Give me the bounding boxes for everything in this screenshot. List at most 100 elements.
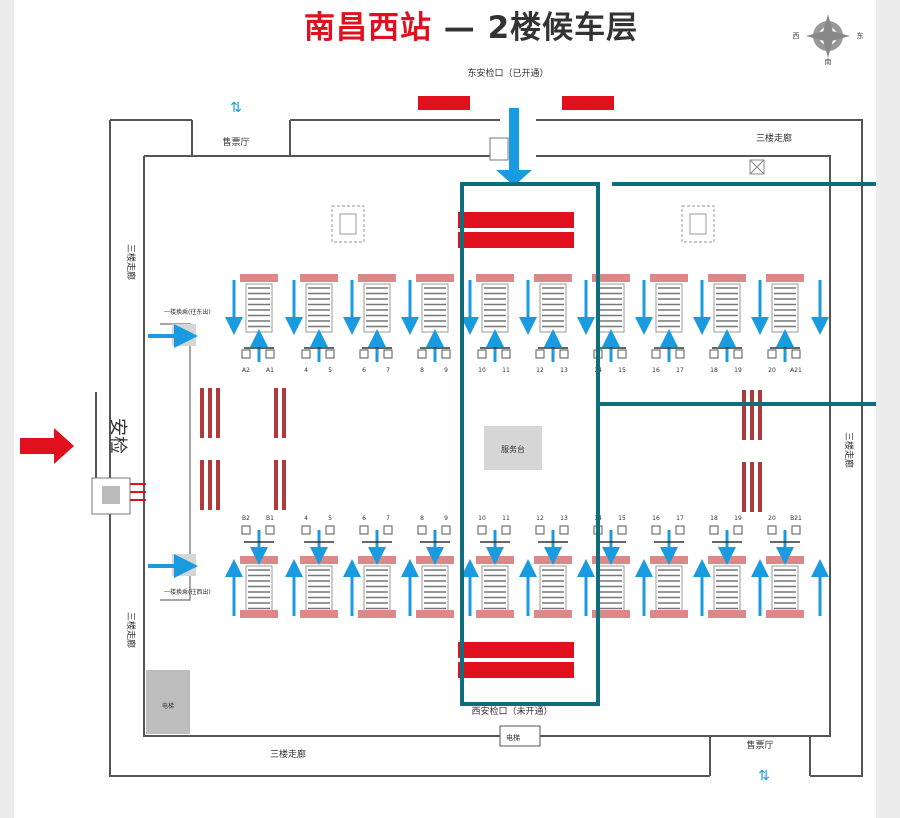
gate-machine (501, 349, 511, 359)
gate-number-top: 12 (536, 367, 544, 374)
gate-number-bottom: 12 (536, 515, 544, 522)
gate-machine (617, 525, 627, 535)
gate-number-top: 16 (652, 367, 660, 374)
floor-map-page: 南昌西站 — 2楼候车层 南 西 东 东安检口（已开通） 售票厅 ⇅ 三楼走廊 (14, 0, 876, 818)
gate-machine (733, 525, 743, 535)
ticket-hall-bottom-walls (709, 736, 811, 776)
seat-block (771, 283, 799, 333)
elevator-box-icon (749, 159, 765, 175)
updown-arrows-bottom-icon: ⇅ (758, 768, 770, 784)
gate-machine (441, 525, 451, 535)
seat-row-header (534, 274, 572, 282)
seat-column (216, 388, 220, 438)
gate-machine (733, 349, 743, 359)
east-entrance-gate (489, 137, 509, 161)
gate-machine (241, 525, 251, 535)
seat-column (274, 388, 278, 438)
ticket-hall-top-label: 售票厅 (222, 136, 249, 148)
gate-number-bottom: 17 (676, 515, 684, 522)
gate-machine (265, 349, 275, 359)
elevator-cross (749, 159, 765, 175)
pillar-right-core (689, 213, 707, 235)
seat-column (282, 388, 286, 438)
gate-number-top: 20 (768, 367, 776, 374)
gate-number-bottom: 13 (560, 515, 568, 522)
gate-number-top: A21 (790, 367, 802, 374)
gate-machine (559, 349, 569, 359)
seat-row-footer (534, 610, 572, 618)
seat-column (200, 460, 204, 510)
gate-machine (709, 525, 719, 535)
gate-number-top: 4 (304, 367, 308, 374)
gate-number-top: 8 (420, 367, 424, 374)
pillar-left-core (339, 213, 357, 235)
gate-machine (265, 525, 275, 535)
gate-machine (617, 349, 627, 359)
security-label: 安检 (107, 418, 128, 454)
equipment-room (146, 670, 190, 734)
gate-machine (325, 349, 335, 359)
gate-machine (767, 349, 777, 359)
gate-machine (417, 349, 427, 359)
seat-row-header (300, 274, 338, 282)
seat-row-footer (766, 610, 804, 618)
security-scanner (102, 486, 120, 504)
seat-block (481, 565, 509, 615)
seat-column (758, 462, 762, 512)
gate-machine (417, 525, 427, 535)
gate-machine (559, 525, 569, 535)
transfer-note-bottom: 一楼换乘(往西出) (164, 588, 211, 596)
seat-block (539, 283, 567, 333)
seat-row-header (476, 274, 514, 282)
service-desk-label: 服务台 (501, 444, 525, 454)
gate-machine (359, 349, 369, 359)
transfer-note-top: 一楼换乘(往东出) (164, 308, 211, 316)
seat-column (742, 390, 746, 440)
seat-block (421, 283, 449, 333)
seat-column (200, 388, 204, 438)
seat-row-header (358, 556, 396, 564)
seat-row-header (300, 556, 338, 564)
gate-number-bottom: 5 (328, 515, 332, 522)
seat-block (305, 283, 333, 333)
seat-column (758, 390, 762, 440)
info-board-top-2 (458, 232, 574, 248)
west-entrance-label: 西安检口（未开通） (471, 705, 552, 717)
corridor-left-bottom-label: 三楼走廊 (125, 612, 137, 648)
gate-machine (325, 525, 335, 535)
seat-row-header (416, 556, 454, 564)
seat-block (363, 283, 391, 333)
entrance-marker-left (418, 96, 470, 110)
ticket-hall-top-walls (191, 120, 291, 156)
seat-block (771, 565, 799, 615)
seat-block (539, 565, 567, 615)
seat-block (245, 283, 273, 333)
seat-row-header (766, 274, 804, 282)
seat-block (597, 565, 625, 615)
updown-arrows-icon: ⇅ (230, 100, 242, 116)
seat-row-header (650, 556, 688, 564)
highlight-region (460, 182, 600, 706)
page-title: 南昌西站 — 2楼候车层 (304, 2, 638, 47)
seat-column (282, 460, 286, 510)
gate-number-top: 7 (386, 367, 390, 374)
seat-block (655, 565, 683, 615)
gate-number-top: 5 (328, 367, 332, 374)
gate-number-bottom: 11 (502, 515, 510, 522)
seat-row-header (534, 556, 572, 564)
gate-number-top: A2 (242, 367, 250, 374)
info-board-top-1 (458, 212, 574, 228)
gate-number-bottom: 20 (768, 515, 776, 522)
outer-wall (109, 119, 863, 777)
seat-row-header (650, 274, 688, 282)
entry-arrow-icon (20, 428, 74, 464)
gate-machine (791, 525, 801, 535)
seat-row-header (766, 556, 804, 564)
seat-row-header (358, 274, 396, 282)
seat-row-footer (300, 610, 338, 618)
seat-block (597, 283, 625, 333)
gate-number-top: A1 (266, 367, 274, 374)
seat-row-header (708, 556, 746, 564)
seat-block (713, 565, 741, 615)
